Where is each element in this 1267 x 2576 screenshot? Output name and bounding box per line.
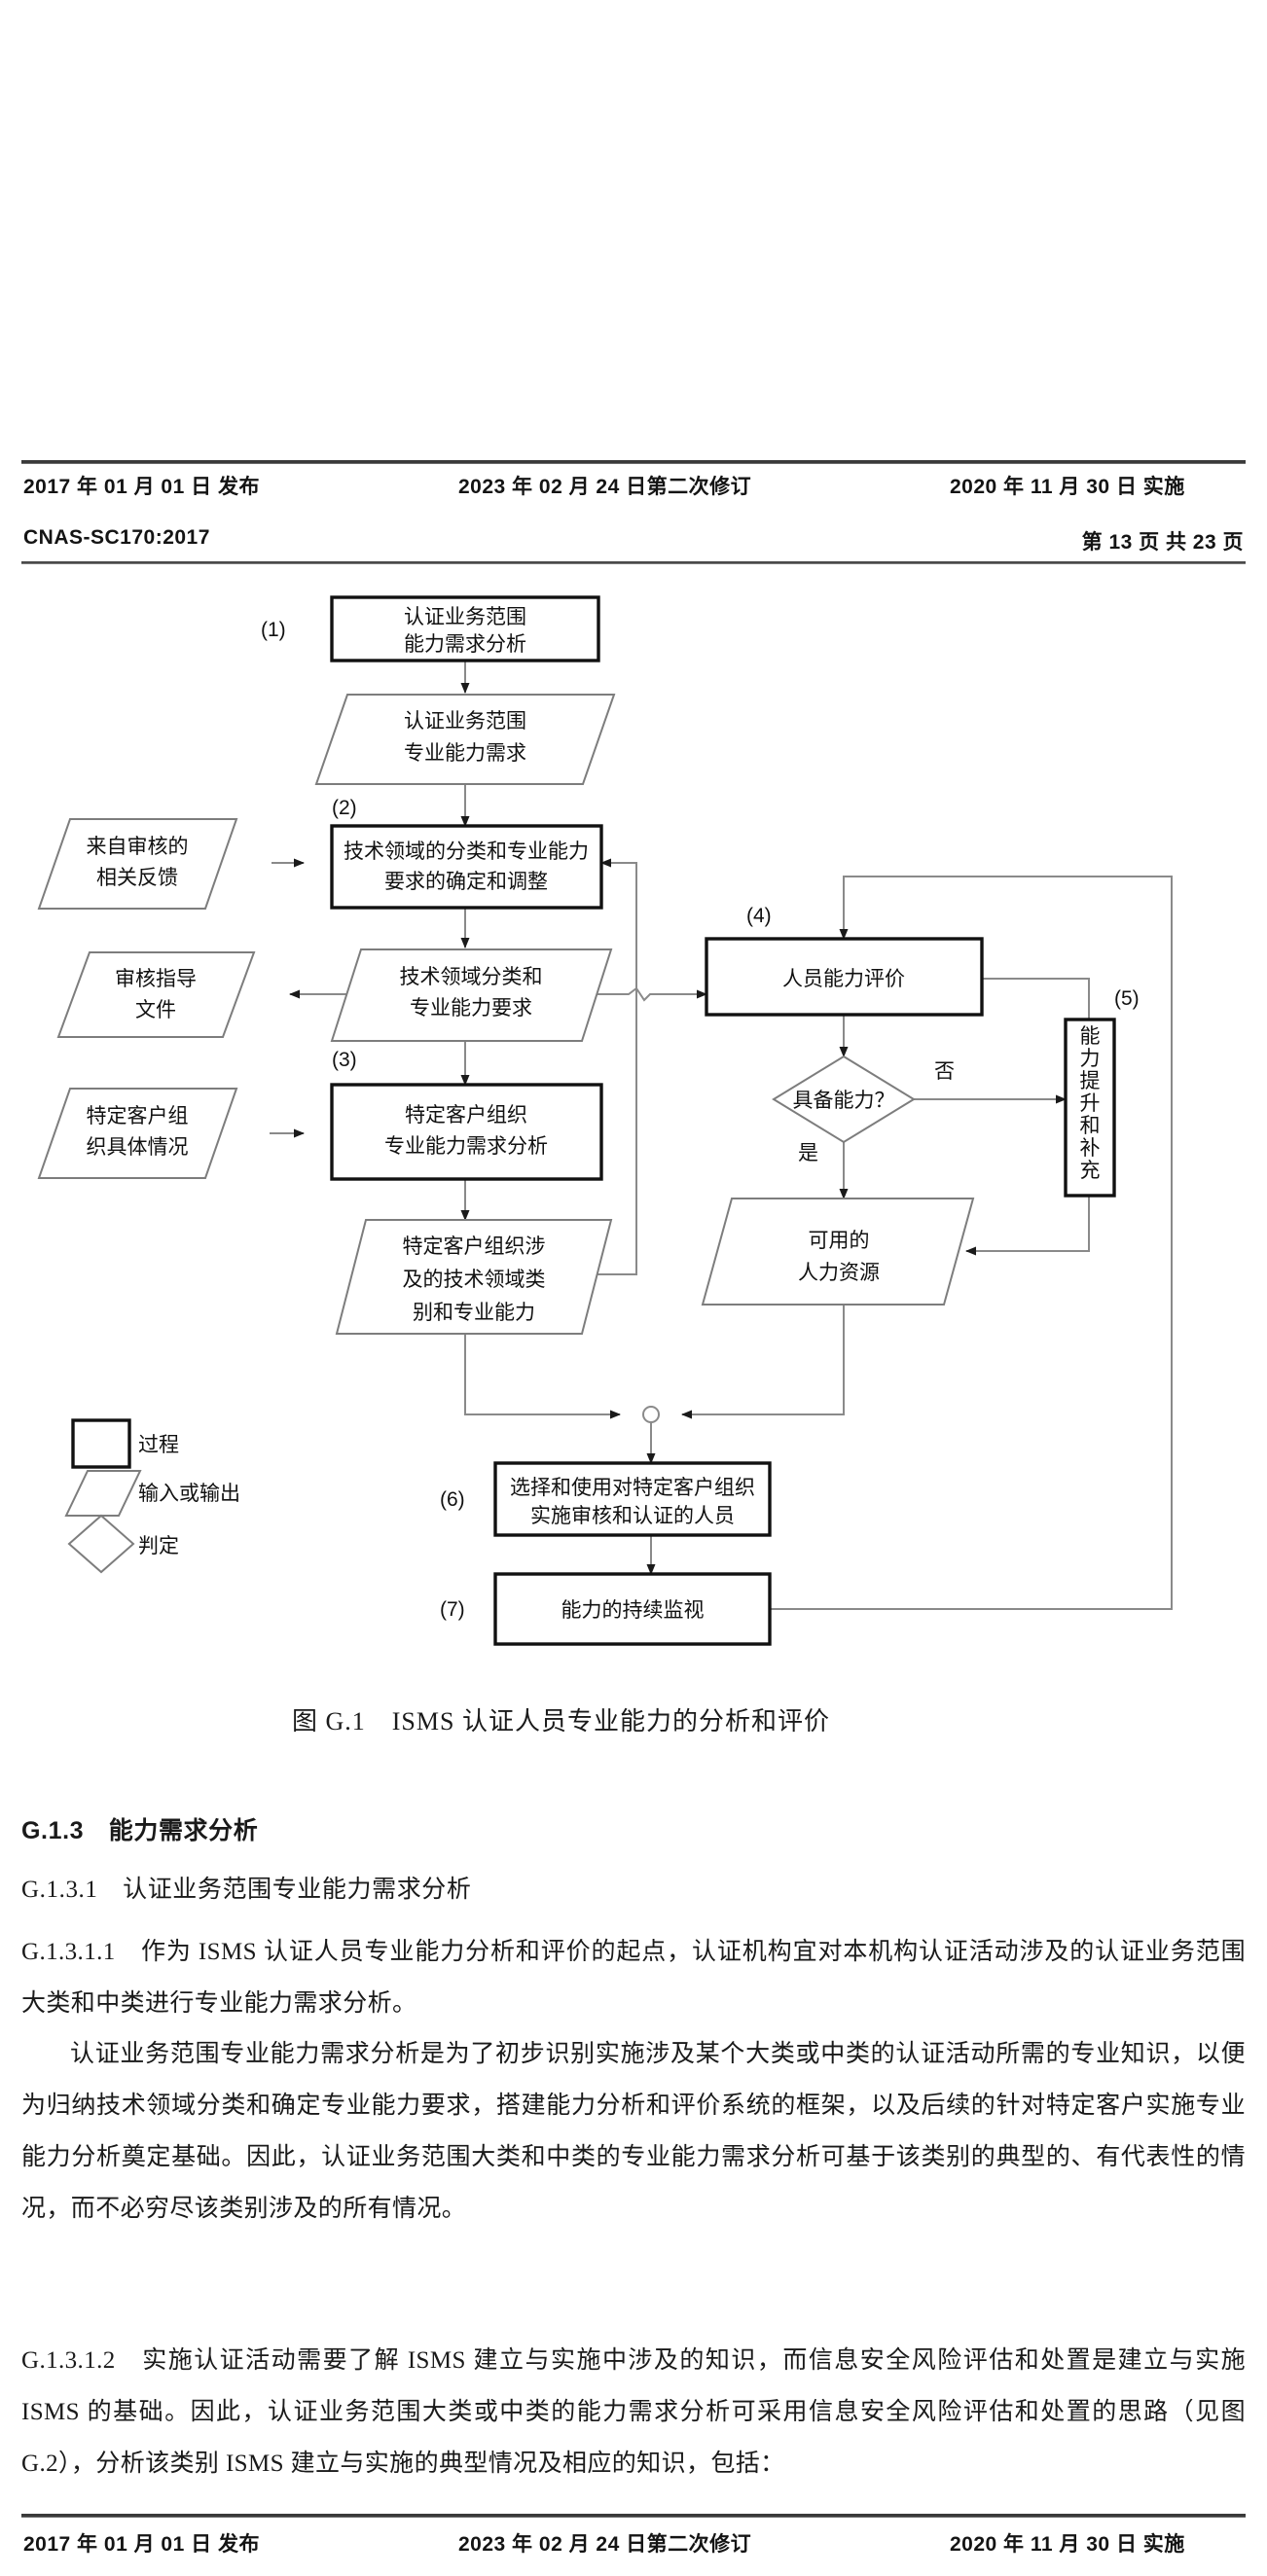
node-competence-improvement-char7: 充: [1080, 1160, 1101, 1182]
node-audit-feedback-line1: 来自审核的: [87, 836, 189, 858]
page-number: 第 13 页 共 23 页: [1081, 531, 1244, 554]
node-scope-capability-need: [314, 694, 616, 785]
node-tech-classification-output-line1: 技术领域分类和: [400, 966, 543, 988]
top-footer-effective-date: 2020 年 11 月 30 日 实施: [950, 476, 1185, 498]
node-audit-feedback: [37, 818, 238, 910]
node-competence-improvement-char2: 力: [1080, 1048, 1101, 1070]
step-label-3: (3): [332, 1049, 357, 1071]
node-competence-improvement-char6: 补: [1080, 1137, 1101, 1160]
node-available-hr-line2: 人力资源: [798, 1262, 880, 1284]
node-client-tech-domains-line3: 别和专业能力: [413, 1302, 535, 1324]
node-tech-domain-classification: [330, 824, 603, 910]
figure-caption: 图 G.1 ISMS 认证人员专业能力的分析和评价: [292, 1707, 830, 1735]
footer-publish-date: 2017 年 01 月 01 日 发布: [23, 2533, 260, 2556]
legend-io-shape: [64, 1470, 142, 1517]
document-code: CNAS-SC170:2017: [23, 526, 210, 549]
node-available-hr: [701, 1198, 975, 1306]
step-label-5: (5): [1114, 987, 1140, 1010]
node-competence-improvement-char4: 升: [1080, 1092, 1101, 1115]
node-competence-improvement-char1: 能: [1080, 1025, 1101, 1048]
legend-decision-shape: [67, 1514, 135, 1574]
node-client-competence-analysis: [330, 1083, 603, 1181]
node-scope-capability-need-line2: 专业能力需求: [404, 742, 526, 765]
heading-g13: G.1.3 能力需求分析: [21, 1817, 259, 1844]
node-client-competence-analysis-line2: 专业能力需求分析: [384, 1135, 548, 1158]
top-rule: [21, 460, 1246, 464]
node-personnel-competence-evaluation: [705, 937, 984, 1017]
footer-revision: 2023 年 02 月 24 日第二次修订: [458, 2533, 752, 2556]
node-select-audit-personnel: [493, 1461, 772, 1537]
node-client-situation-line1: 特定客户组: [87, 1105, 189, 1127]
legend-process-label: 过程: [138, 1434, 179, 1456]
node-audit-guidance-doc-line2: 文件: [135, 999, 176, 1021]
node-audit-feedback-line2: 相关反馈: [96, 867, 178, 889]
node-has-competence-decision: [772, 1055, 916, 1144]
node-tech-domain-classification-line1: 技术领域的分类和专业能力: [344, 841, 589, 863]
node-tech-classification-output: [330, 948, 613, 1042]
node-available-hr-line1: 可用的: [809, 1230, 870, 1252]
legend-io-label: 输入或输出: [138, 1483, 240, 1505]
header-rule: [21, 561, 1246, 564]
paragraph-g1312: G.1.3.1.2 实施认证活动需要了解 ISMS 建立与实施中涉及的知识，而信…: [21, 2347, 1246, 2477]
node-has-competence-decision-label: 具备能力？: [793, 1090, 895, 1112]
step-label-6: (6): [440, 1488, 465, 1511]
node-audit-guidance-doc: [56, 951, 256, 1038]
node-select-audit-personnel-line1: 选择和使用对特定客户组织: [510, 1477, 755, 1499]
node-competence-improvement: [1064, 1018, 1116, 1198]
step-label-7: (7): [440, 1598, 465, 1621]
heading-g131: G.1.3.1 认证业务范围专业能力需求分析: [21, 1877, 472, 1903]
node-competence-improvement-char5: 和: [1080, 1115, 1101, 1137]
node-select-audit-personnel-line2: 实施审核和认证的人员: [530, 1505, 735, 1527]
top-footer-revision: 2023 年 02 月 24 日第二次修订: [458, 476, 752, 498]
node-scope-capability-analysis: [330, 595, 600, 662]
edge-label-no: 否: [934, 1060, 955, 1083]
node-scope-capability-analysis-line1: 认证业务范围: [404, 606, 526, 628]
footer-effective-date: 2020 年 11 月 30 日 实施: [950, 2533, 1185, 2556]
node-continuous-monitoring-line1: 能力的持续监视: [561, 1599, 705, 1622]
node-client-tech-domains-line1: 特定客户组织涉: [403, 1235, 546, 1258]
node-client-situation-line2: 织具体情况: [87, 1136, 189, 1159]
figure-g1-flowchart: (1) 认证业务范围 能力需求分析 认证业务范围 专业能力需求 (2) 技术领域…: [0, 580, 1267, 1689]
paragraph-scope-analysis: 认证业务范围专业能力需求分析是为了初步识别实施涉及某个大类或中类的认证活动所需的…: [21, 2041, 1246, 2222]
legend-decision-label: 判定: [138, 1535, 179, 1557]
top-footer-publish-date: 2017 年 01 月 01 日 发布: [23, 476, 260, 498]
node-client-tech-domains: [335, 1219, 613, 1335]
node-tech-domain-classification-line2: 要求的确定和调整: [384, 871, 548, 893]
legend-process-shape: [71, 1418, 131, 1469]
node-client-situation: [37, 1088, 238, 1179]
node-client-competence-analysis-line1: 特定客户组织: [405, 1104, 527, 1127]
node-competence-improvement-char3: 提: [1080, 1070, 1101, 1092]
node-personnel-competence-evaluation-line1: 人员能力评价: [782, 968, 905, 990]
paragraph-g1311: G.1.3.1.1 作为 ISMS 认证人员专业能力分析和评价的起点，认证机构宜…: [21, 1939, 1246, 2017]
node-scope-capability-need-line1: 认证业务范围: [404, 710, 526, 733]
node-tech-classification-output-line2: 专业能力要求: [410, 997, 532, 1020]
node-continuous-monitoring: [493, 1572, 772, 1646]
node-audit-guidance-doc-line1: 审核指导: [115, 968, 197, 990]
footer-rule: [21, 2514, 1246, 2518]
step-label-2: (2): [332, 797, 357, 819]
step-label-1: (1): [261, 619, 286, 641]
edge-label-yes: 是: [798, 1142, 818, 1164]
node-client-tech-domains-line2: 及的技术领域类: [403, 1269, 546, 1291]
step-label-4: (4): [746, 905, 772, 927]
node-scope-capability-analysis-line2: 能力需求分析: [404, 633, 526, 656]
